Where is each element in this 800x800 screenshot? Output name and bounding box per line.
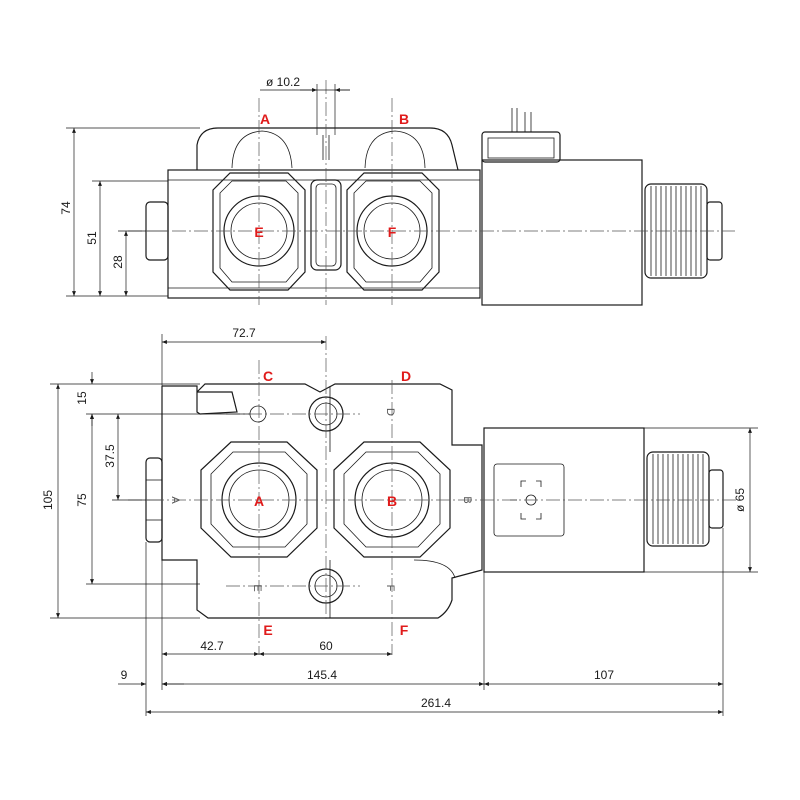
front-view-dim-107: 107 (594, 668, 614, 682)
front-view-knob-cap (708, 469, 724, 529)
top-view-label-e: E (254, 224, 263, 240)
front-view-label-a: A (254, 493, 264, 509)
top-view-fitting-e (212, 172, 306, 291)
front-view-dim-75: 75 (75, 493, 89, 507)
front-view: A D B E F C D A B E F 72.7 15 37.5 (41, 326, 758, 716)
front-view-engraved-e: E (251, 584, 263, 591)
front-view-dim-d65: ø 65 (733, 488, 747, 512)
top-view-upper-bosses (231, 130, 426, 169)
front-view-label-e: E (263, 622, 272, 638)
top-view-upper-housing (196, 127, 459, 171)
top-view-dim-74: 74 (59, 201, 73, 215)
top-view-dim-51: 51 (85, 231, 99, 245)
top-view-label-b: B (399, 111, 409, 127)
front-view-knob-knurl (652, 454, 704, 544)
top-view-solenoid-coil (481, 159, 643, 306)
front-view-dim-145-4: 145.4 (307, 668, 337, 682)
front-view-label-c: C (263, 368, 273, 384)
front-view-fitting-b (333, 441, 451, 558)
front-view-dim-105: 105 (41, 490, 55, 510)
top-view-solenoid-connector (481, 131, 561, 163)
front-view-engraved-f: F (384, 585, 396, 592)
front-view-body (161, 383, 483, 619)
front-view-dim-261-4: 261.4 (421, 696, 451, 710)
top-view-label-a: A (260, 111, 270, 127)
top-view-fitting-f (346, 172, 440, 291)
front-view-label-d: D (401, 368, 411, 384)
front-view-label-b: B (387, 493, 397, 509)
top-view: A B E F ø 10.2 74 51 28 (59, 75, 735, 306)
front-view-dim-9: 9 (121, 668, 128, 682)
top-view-dim-28: 28 (111, 255, 125, 269)
front-view-engraved-d: D (384, 408, 396, 416)
top-view-label-f: F (388, 224, 397, 240)
top-view-dim-diameter: ø 10.2 (266, 75, 300, 89)
front-view-fitting-a (200, 441, 318, 558)
front-view-dim-72-7: 72.7 (232, 326, 256, 340)
front-view-dim-60: 60 (319, 639, 333, 653)
front-view-dim-15: 15 (75, 391, 89, 405)
front-view-label-f: F (400, 622, 409, 638)
front-view-dim-37-5: 37.5 (103, 444, 117, 468)
front-view-dim-42-7: 42.7 (200, 639, 224, 653)
